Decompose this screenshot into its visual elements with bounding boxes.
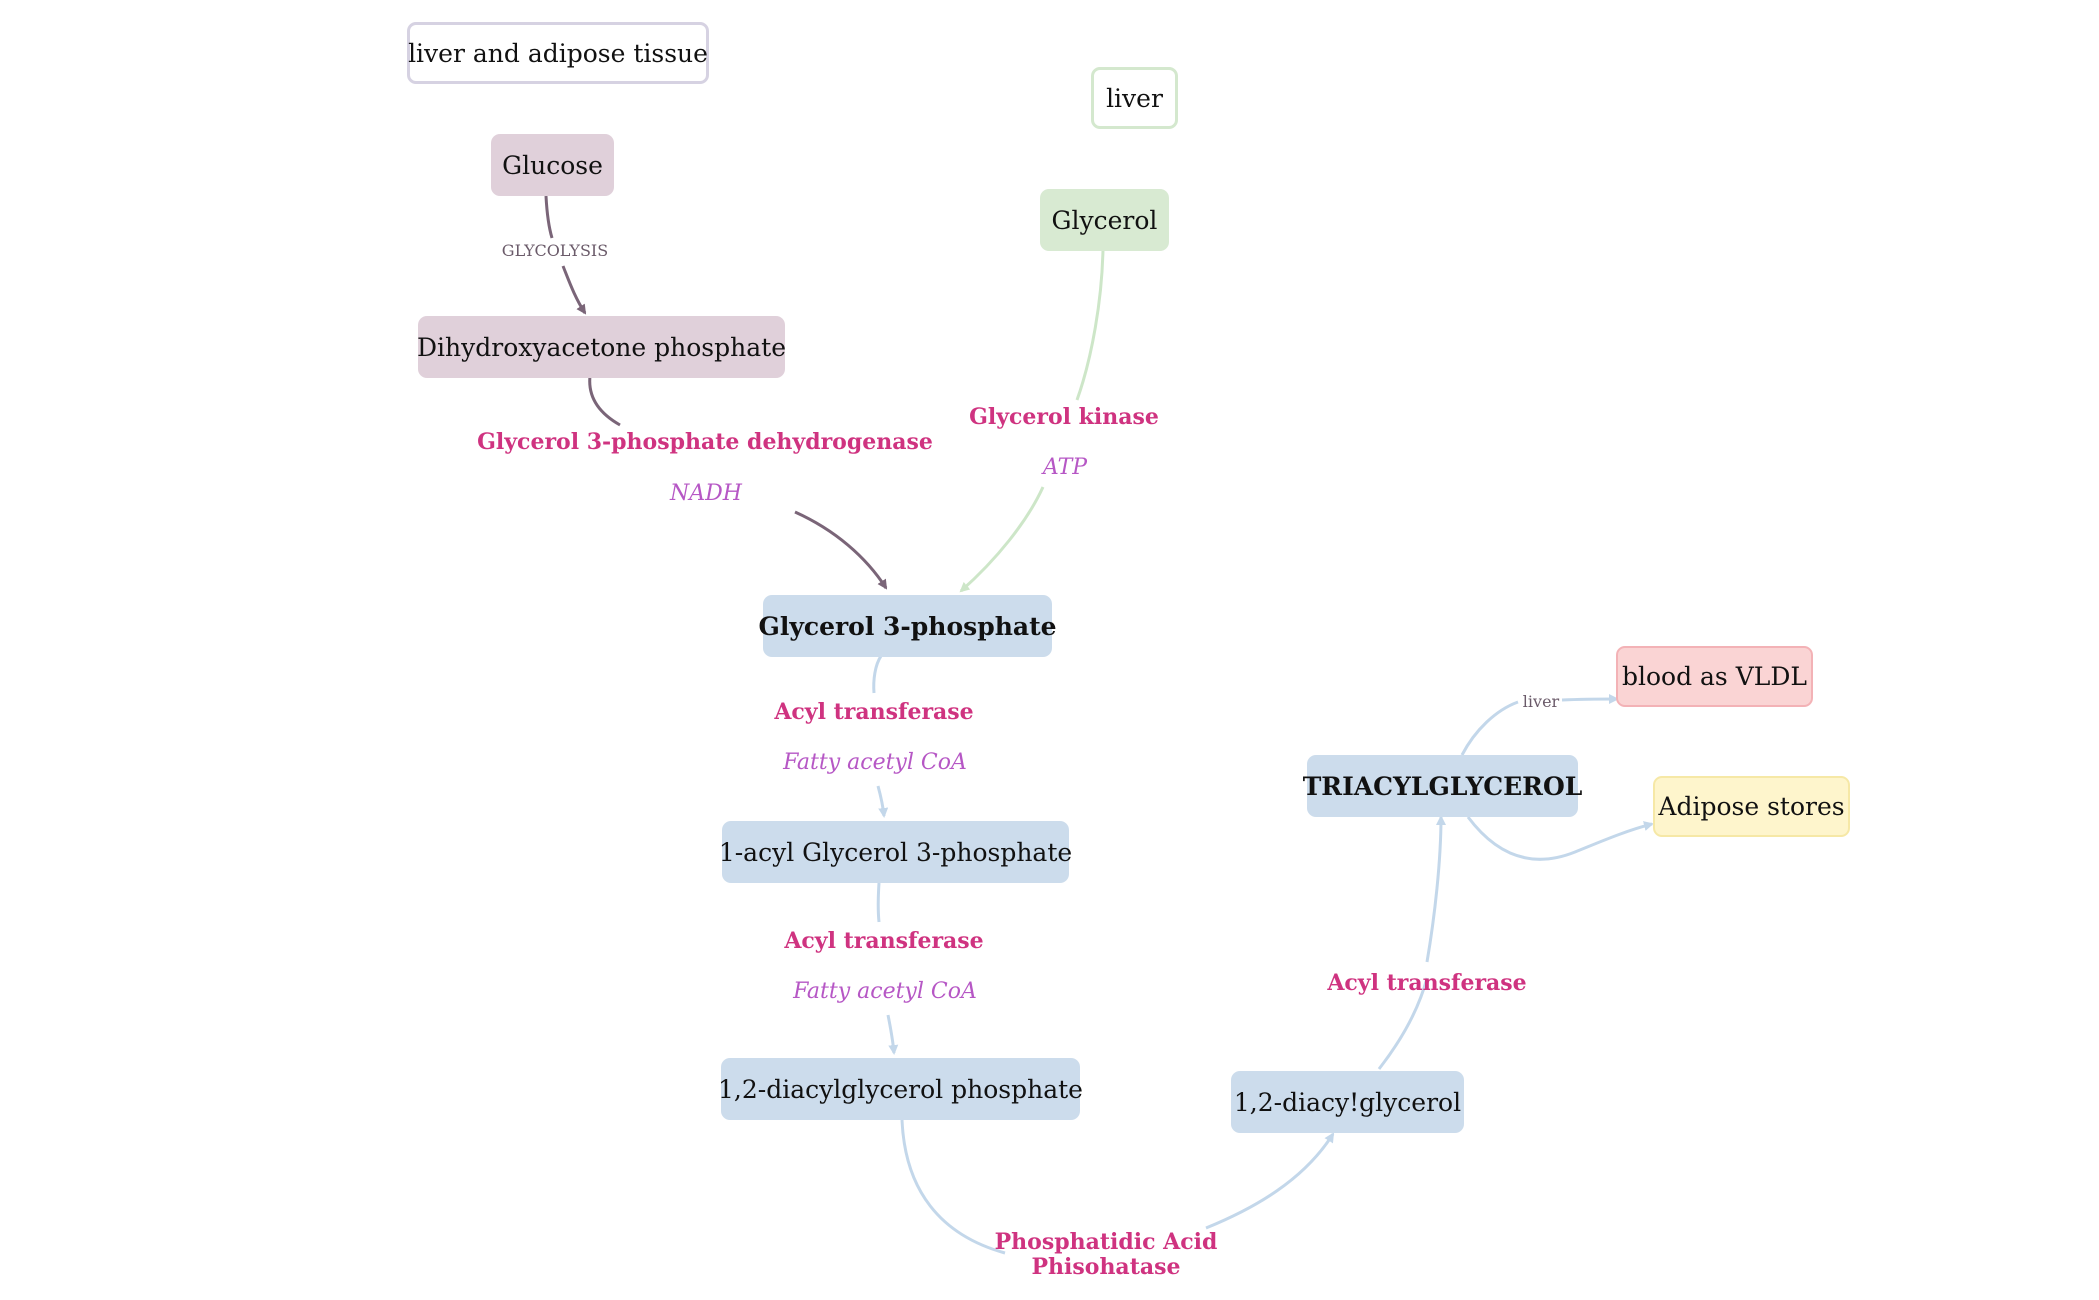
edge-glucose-dhap-bottom	[561, 265, 587, 315]
label-to-liver: liver	[1522, 692, 1560, 711]
edge-dhap-g3p-bottom	[794, 510, 888, 590]
edge-acyl-dagp-bottom	[886, 1014, 899, 1055]
edge-dagp-dag-left	[900, 1119, 1006, 1255]
legend-liver: liver	[1091, 67, 1178, 129]
edge-glucose-dhap-top	[544, 195, 554, 239]
node-glucose: Glucose	[491, 134, 614, 196]
edge-glycerol-g3p-bottom	[959, 486, 1045, 593]
cofactor-fatty-acyl-coa-1: Fatty acetyl CoA	[783, 750, 967, 775]
cofactor-fatty-acyl-coa-2: Fatty acetyl CoA	[793, 979, 977, 1004]
edge-acyl-dagp-top	[876, 882, 881, 923]
edge-tag-adipose	[1466, 816, 1654, 861]
enzyme-acyl-transferase-2: Acyl transferase	[784, 928, 984, 954]
edge-dag-tag-top	[1425, 815, 1446, 963]
edge-g3p-acyl-top	[872, 655, 883, 694]
edge-tag-vldl-left	[1460, 700, 1519, 756]
node-blood-as-vldl: blood as VLDL	[1616, 646, 1813, 707]
cofactor-nadh: NADH	[670, 481, 742, 506]
node-1-acyl-glycerol-3-phosphate: 1-acyl Glycerol 3-phosphate	[719, 821, 1072, 883]
label-glycolysis: GLYCOLYSIS	[501, 241, 609, 260]
node-glycerol: Glycerol	[1040, 189, 1169, 251]
edge-dag-tag-bottom	[1377, 977, 1429, 1070]
edge-glycerol-g3p-top	[1075, 248, 1105, 401]
node-triacylglycerol: TRIACYLGLYCEROL	[1303, 755, 1582, 817]
node-adipose-stores: Adipose stores	[1653, 776, 1850, 837]
node-1-2-diacylglycerol-phosphate: 1,2-diacylglycerol phosphate	[718, 1058, 1083, 1120]
enzyme-phosphatidic-acid-phosphatase-line1: Phosphatidic Acid	[994, 1229, 1218, 1255]
edge-tag-vldl-right	[1561, 694, 1619, 705]
node-1-2-diacylglycerol: 1,2-diacy!glycerol	[1231, 1071, 1464, 1133]
legend-liver-adipose: liver and adipose tissue	[407, 22, 709, 84]
enzyme-phosphatidic-acid-phosphatase-line2: Phisohatase	[1031, 1254, 1181, 1281]
edge-dhap-g3p-top	[588, 375, 621, 427]
enzyme-glycerol-kinase: Glycerol kinase	[969, 404, 1159, 430]
cofactor-atp: ATP	[1042, 455, 1088, 480]
enzyme-phosphatidic-acid-phosphatase: Phosphatidic Acid Phisohatase	[994, 1229, 1218, 1281]
enzyme-acyl-transferase-3: Acyl transferase	[1327, 970, 1527, 996]
enzyme-acyl-transferase-1: Acyl transferase	[774, 699, 974, 725]
enzyme-glycerol-3-phosphate-dehydrogenase: Glycerol 3-phosphate dehydrogenase	[477, 429, 933, 455]
edge-dagp-dag-right	[1205, 1132, 1335, 1230]
node-dihydroxyacetone-phosphate: Dihydroxyacetone phosphate	[417, 316, 786, 378]
node-glycerol-3-phosphate: Glycerol 3-phosphate	[758, 595, 1057, 657]
edge-g3p-acyl-bottom	[876, 785, 889, 818]
